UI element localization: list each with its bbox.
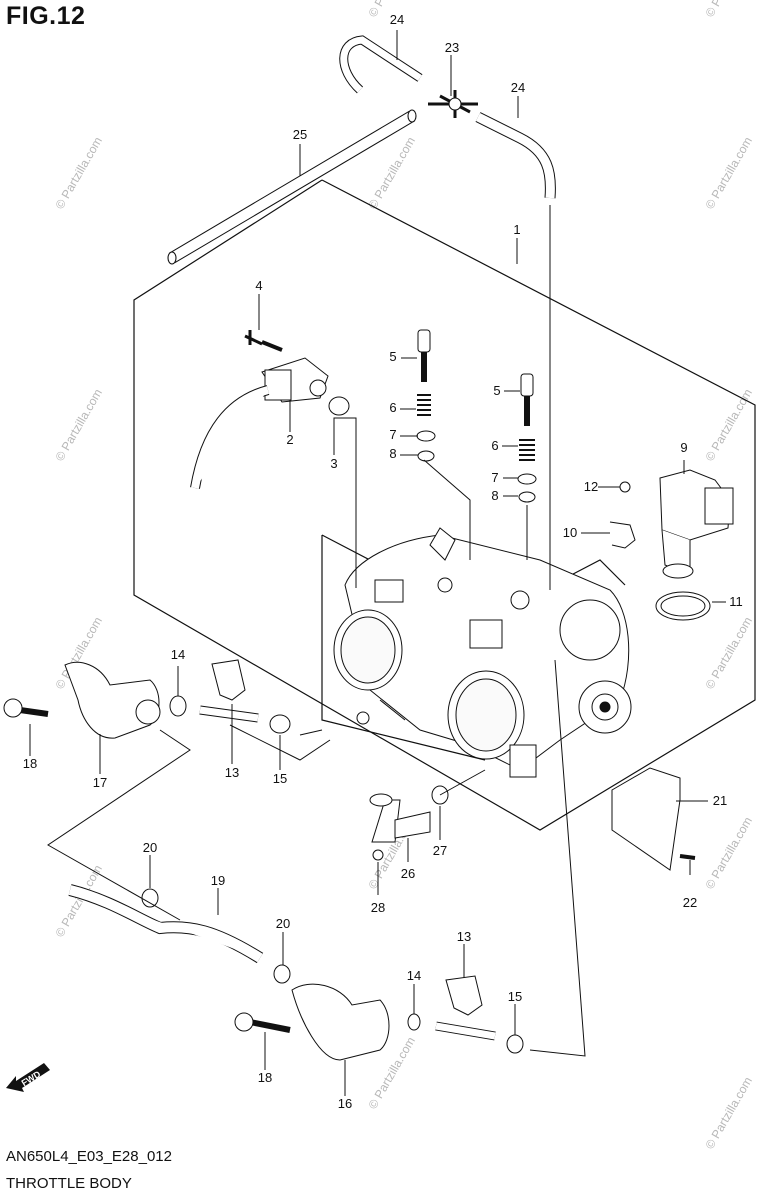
callout-26: 26: [401, 866, 415, 881]
callout-27: 27: [433, 843, 447, 858]
callout-5: 5: [389, 349, 396, 364]
callout-19: 19: [211, 873, 225, 888]
callout-1: 1: [513, 222, 520, 237]
vacuum-hoses: [167, 35, 556, 265]
callout-16: 16: [338, 1096, 352, 1111]
callout-18: 18: [258, 1070, 272, 1085]
callout-11: 11: [729, 594, 743, 609]
callout-22: 22: [683, 895, 697, 910]
callout-14: 14: [171, 647, 185, 662]
callout-12: 12: [584, 479, 598, 494]
watermark-text: © Partzilla.com: [702, 134, 755, 211]
diagram-caption: THROTTLE BODY: [6, 1175, 132, 1192]
watermark-text: © Partzilla.com: [52, 386, 105, 463]
watermark-text: © Partzilla.com: [52, 134, 105, 211]
callout-15: 15: [508, 989, 522, 1004]
watermark-text: © Partzilla.com: [702, 386, 755, 463]
callout-3: 3: [330, 456, 337, 471]
callout-7: 7: [491, 470, 498, 485]
callout-24: 24: [390, 12, 404, 27]
callout-28: 28: [371, 900, 385, 915]
callout-8: 8: [389, 446, 396, 461]
callout-23: 23: [445, 40, 459, 55]
callout-21: 21: [713, 793, 727, 808]
throttle-body: [333, 527, 632, 778]
callout-24: 24: [511, 80, 525, 95]
callout-18: 18: [23, 756, 37, 771]
parts: [3, 329, 734, 1061]
watermark-text: © Partzilla.com: [702, 0, 755, 20]
watermark-text: © Partzilla.com: [702, 814, 755, 891]
callout-10: 10: [563, 525, 577, 540]
callout-7: 7: [389, 427, 396, 442]
watermark-text: © Partzilla.com: [702, 1074, 755, 1151]
callout-2: 2: [286, 432, 293, 447]
callout-20: 20: [276, 916, 290, 931]
fwd-arrow-icon: FWD: [6, 1063, 50, 1092]
callout-13: 13: [225, 765, 239, 780]
callout-20: 20: [143, 840, 157, 855]
callout-17: 17: [93, 775, 107, 790]
callout-9: 9: [680, 440, 687, 455]
leader-lines: [29, 30, 726, 1096]
watermark-text: © Partzilla.com: [365, 134, 418, 211]
watermark-text: © Partzilla.com: [702, 614, 755, 691]
callout-25: 25: [293, 127, 307, 142]
diagram-code: AN650L4_E03_E28_012: [6, 1148, 172, 1165]
callout-5: 5: [493, 383, 500, 398]
callout-4: 4: [255, 278, 262, 293]
callout-6: 6: [389, 400, 396, 415]
callout-15: 15: [273, 771, 287, 786]
callout-6: 6: [491, 438, 498, 453]
callout-14: 14: [407, 968, 421, 983]
callout-13: 13: [457, 929, 471, 944]
callout-8: 8: [491, 488, 498, 503]
figure-title: FIG.12: [6, 2, 86, 30]
